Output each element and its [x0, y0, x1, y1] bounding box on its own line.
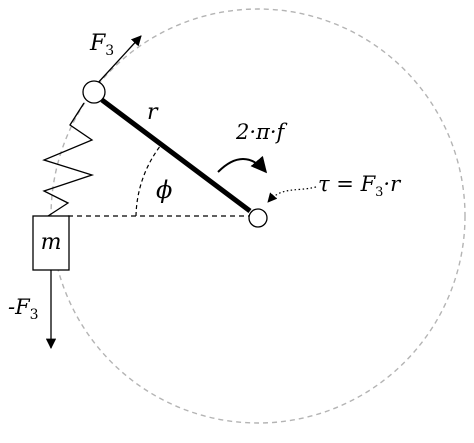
torque-leader	[267, 186, 317, 203]
angle-arc	[135, 144, 162, 217]
mass-block	[32, 215, 70, 271]
angular-velocity-label: 2·π·f	[235, 120, 288, 144]
force-top-sub: 3	[105, 43, 114, 59]
force-top-arrow	[95, 35, 142, 86]
force-bottom-sub: 3	[30, 307, 39, 323]
crank-arm	[100, 98, 252, 213]
pivot-joint	[248, 208, 268, 228]
radius-label: r	[147, 100, 159, 125]
mass-label: m	[41, 230, 62, 255]
torque-label: τ = F3·r	[318, 172, 402, 200]
force-bottom-label: -F3	[8, 295, 39, 323]
torque-tail: ·r	[383, 172, 402, 196]
top-joint	[82, 80, 106, 104]
force-top-label: F3	[89, 31, 114, 59]
torque-main: τ = F	[318, 172, 377, 196]
force-bottom-main: -F	[8, 295, 31, 319]
rotation-arrow	[217, 155, 268, 174]
torque-sub: 3	[375, 185, 383, 200]
spring	[42, 102, 95, 217]
force-top-main: F	[89, 31, 106, 56]
angle-label: ϕ	[156, 176, 172, 204]
